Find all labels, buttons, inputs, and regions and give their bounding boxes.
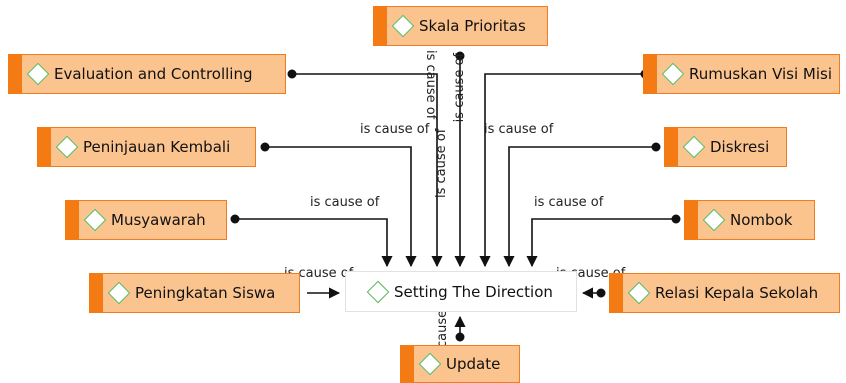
- diamond-icon: [627, 281, 651, 305]
- edge-evaluation: [292, 73, 443, 268]
- edge-label-evaluation: is cause of: [423, 50, 438, 120]
- node-diskresi[interactable]: Diskresi: [664, 127, 787, 167]
- edge-label-diskresi: is cause of: [484, 122, 554, 137]
- node-label: Peninjauan Kembali: [83, 138, 231, 156]
- diamond-icon: [418, 352, 442, 376]
- edge-label-peningkatan: is cause of: [284, 266, 354, 281]
- diamond-icon: [366, 280, 390, 303]
- edge-label-skala: is cause of: [452, 53, 467, 123]
- edge-rumuskan: [479, 73, 645, 268]
- center-node-setting-the-direction[interactable]: Setting The Direction: [345, 271, 577, 312]
- edge-peninjauan: [265, 146, 417, 268]
- diamond-icon: [107, 281, 131, 305]
- diamond-icon: [661, 62, 685, 86]
- edge-label-peninjauan-h: is cause of: [360, 122, 430, 137]
- edge-label-nombok: is cause of: [534, 195, 604, 210]
- node-label: Update: [446, 355, 501, 373]
- node-peninjauan-kembali[interactable]: Peninjauan Kembali: [37, 127, 256, 167]
- node-label: Musyawarah: [111, 211, 206, 229]
- node-nombok[interactable]: Nombok: [684, 200, 815, 240]
- node-relasi-kepala-sekolah[interactable]: Relasi Kepala Sekolah: [609, 273, 840, 313]
- center-node-label: Setting The Direction: [394, 282, 553, 301]
- edge-nombok: [526, 218, 676, 268]
- node-peningkatan-siswa[interactable]: Peningkatan Siswa: [89, 273, 300, 313]
- diamond-icon: [26, 62, 50, 86]
- node-update[interactable]: Update: [400, 345, 520, 383]
- diamond-icon: [83, 208, 107, 232]
- diamond-icon: [682, 135, 706, 159]
- edge-label-peninjauan-v: is cause of: [434, 128, 449, 198]
- edge-diskresi: [503, 146, 656, 268]
- node-label: Evaluation and Controlling: [54, 65, 253, 83]
- diamond-icon: [702, 208, 726, 232]
- node-label: Relasi Kepala Sekolah: [655, 284, 819, 302]
- node-label: Peningkatan Siswa: [135, 284, 276, 302]
- node-skala-prioritas[interactable]: Skala Prioritas: [373, 6, 548, 46]
- node-rumuskan-visi-misi[interactable]: Rumuskan Visi Misi: [643, 54, 840, 94]
- node-label: Diskresi: [710, 138, 770, 156]
- node-musyawarah[interactable]: Musyawarah: [65, 200, 227, 240]
- node-label: Nombok: [730, 211, 793, 229]
- node-label: Skala Prioritas: [419, 17, 526, 35]
- node-label: Rumuskan Visi Misi: [689, 65, 833, 83]
- edge-label-update: cause: [435, 310, 450, 348]
- diamond-icon: [55, 135, 79, 159]
- edge-label-musyawarah: is cause of: [310, 195, 380, 210]
- node-evaluation-controlling[interactable]: Evaluation and Controlling: [8, 54, 286, 94]
- edge-musyawarah: [235, 218, 393, 268]
- diamond-icon: [391, 14, 415, 38]
